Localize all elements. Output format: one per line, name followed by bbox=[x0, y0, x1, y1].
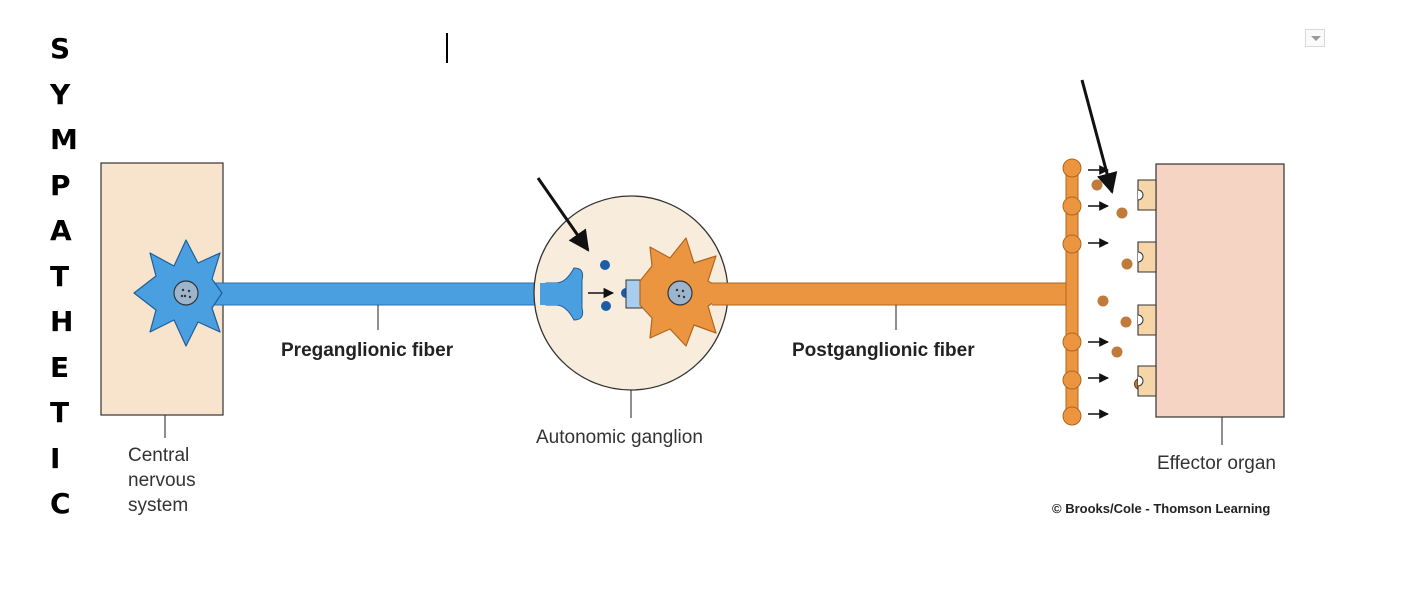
postganglionic-nucleus bbox=[667, 280, 693, 306]
copyright-notice: © Brooks/Cole - Thomson Learning bbox=[1052, 501, 1270, 516]
title-letter: A bbox=[50, 214, 72, 247]
pointer-arrow-ganglion bbox=[536, 177, 590, 252]
title-letter: S bbox=[50, 32, 71, 65]
title-letter: C bbox=[50, 487, 71, 520]
release-arrows bbox=[1088, 165, 1109, 419]
label-postganglionic-fiber: Postganglionic fiber bbox=[792, 340, 975, 361]
title-letter: Y bbox=[50, 77, 71, 111]
title-letter: E bbox=[50, 350, 70, 384]
neurotransmitter-dot bbox=[601, 301, 611, 311]
label-cns-line1: Central bbox=[128, 445, 189, 466]
title-letter: M bbox=[50, 123, 78, 156]
preganglionic-nucleus bbox=[173, 280, 199, 306]
effector-organ bbox=[1155, 163, 1285, 418]
postganglionic-axon bbox=[712, 283, 1076, 305]
title-letter: T bbox=[50, 259, 70, 293]
preganglionic-axon bbox=[200, 283, 556, 305]
varicosities bbox=[1062, 158, 1082, 426]
effector-receptors bbox=[1137, 179, 1157, 397]
label-cns-line3: system bbox=[128, 495, 188, 516]
label-preganglionic-fiber: Preganglionic fiber bbox=[281, 340, 454, 361]
neurotransmitter-dot bbox=[600, 260, 610, 270]
title-letter: H bbox=[50, 305, 74, 338]
text-cursor bbox=[446, 33, 448, 63]
pointer-arrow-effector bbox=[1080, 79, 1118, 195]
norepinephrine-dots bbox=[1091, 179, 1146, 390]
label-autonomic-ganglion: Autonomic ganglion bbox=[536, 427, 703, 448]
label-effector-organ: Effector organ bbox=[1157, 453, 1276, 474]
title-letter: T bbox=[50, 396, 70, 429]
title-letter: P bbox=[50, 168, 71, 202]
chevron-down-icon[interactable] bbox=[1305, 29, 1325, 47]
preganglionic-terminal bbox=[545, 267, 584, 321]
label-cns-line2: nervous bbox=[128, 470, 196, 491]
title-letter: I bbox=[50, 441, 61, 475]
vertical-title-sympathetic: S Y M P A T H E T I C bbox=[50, 26, 78, 527]
